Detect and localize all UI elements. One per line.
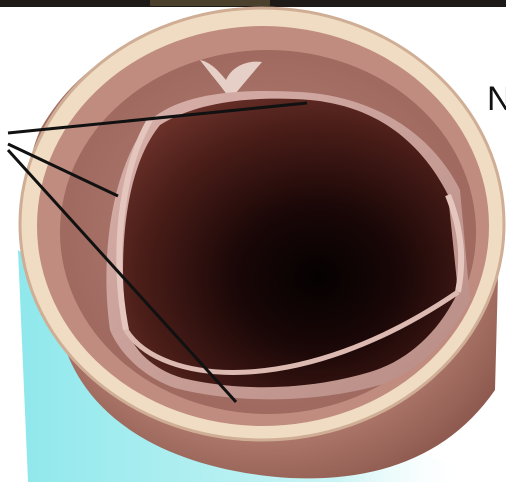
top-edge-highlight bbox=[150, 0, 270, 6]
vessel-lumen bbox=[123, 99, 458, 388]
cropped-label-text: N bbox=[487, 82, 506, 116]
